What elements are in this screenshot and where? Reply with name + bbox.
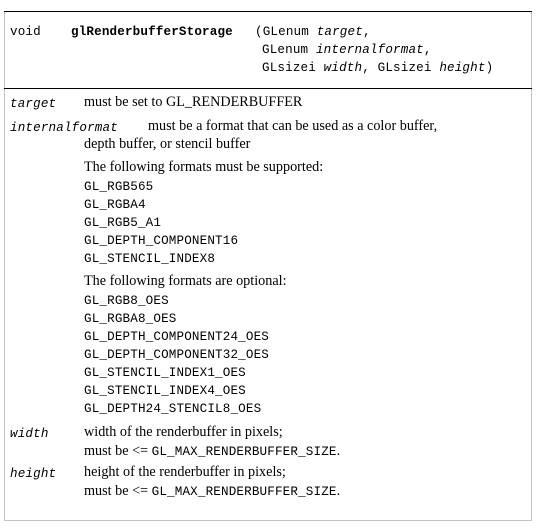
param-name-internalformat: internalformat: [10, 121, 118, 135]
format-item: GL_DEPTH24_STENCIL8_OES: [84, 402, 262, 416]
max-renderbuffer-size-const: GL_MAX_RENDERBUFFER_SIZE: [151, 445, 337, 459]
optional-formats-heading: The following formats are optional:: [84, 273, 287, 289]
arg-height: height: [439, 61, 486, 75]
signature-line-2: GLenum internalformat,: [262, 43, 432, 57]
format-item: GL_DEPTH_COMPONENT24_OES: [84, 330, 269, 344]
format-item: GL_STENCIL_INDEX4_OES: [84, 384, 246, 398]
required-formats-heading: The following formats must be supported:: [84, 159, 324, 175]
param-desc-target: must be set to GL_RENDERBUFFER: [84, 94, 303, 110]
format-item: GL_STENCIL_INDEX8: [84, 252, 216, 266]
format-item: GL_RGBA8_OES: [84, 312, 177, 326]
arg-width: width: [323, 61, 363, 75]
arg-target: target: [316, 25, 363, 39]
format-item: GL_DEPTH_COMPONENT16: [84, 234, 239, 248]
return-type: void: [10, 25, 41, 39]
param-name-width: width: [10, 427, 49, 441]
format-item: GL_RGB565: [84, 180, 154, 194]
format-item: GL_RGBA4: [84, 198, 146, 212]
format-item: GL_DEPTH_COMPONENT32_OES: [84, 348, 269, 362]
format-item: GL_RGB8_OES: [84, 294, 169, 308]
spec-box-frame: [4, 11, 532, 521]
arg-internalformat: internalformat: [315, 43, 424, 57]
signature-line-1: (GLenum target,: [255, 25, 371, 39]
param-name-height: height: [10, 467, 57, 481]
format-item: GL_RGB5_A1: [84, 216, 162, 230]
param-desc-width-line1: width of the renderbuffer in pixels;: [84, 424, 283, 440]
top-rule: [4, 11, 532, 12]
param-desc-height-line1: height of the renderbuffer in pixels;: [84, 464, 286, 480]
signature-divider: [4, 88, 532, 89]
function-name: glRenderbufferStorage: [71, 25, 233, 39]
param-name-target: target: [10, 97, 57, 111]
param-desc-width-line2: must be <= GL_MAX_RENDERBUFFER_SIZE.: [84, 443, 341, 459]
max-renderbuffer-size-const: GL_MAX_RENDERBUFFER_SIZE: [151, 485, 337, 499]
param-desc-height-line2: must be <= GL_MAX_RENDERBUFFER_SIZE.: [84, 483, 341, 499]
signature-line-3: GLsizei width, GLsizei height): [262, 61, 494, 75]
format-item: GL_STENCIL_INDEX1_OES: [84, 366, 246, 380]
param-desc-internalformat-line2: depth buffer, or stencil buffer: [84, 136, 251, 152]
param-desc-internalformat-line1: must be a format that can be used as a c…: [148, 118, 438, 134]
